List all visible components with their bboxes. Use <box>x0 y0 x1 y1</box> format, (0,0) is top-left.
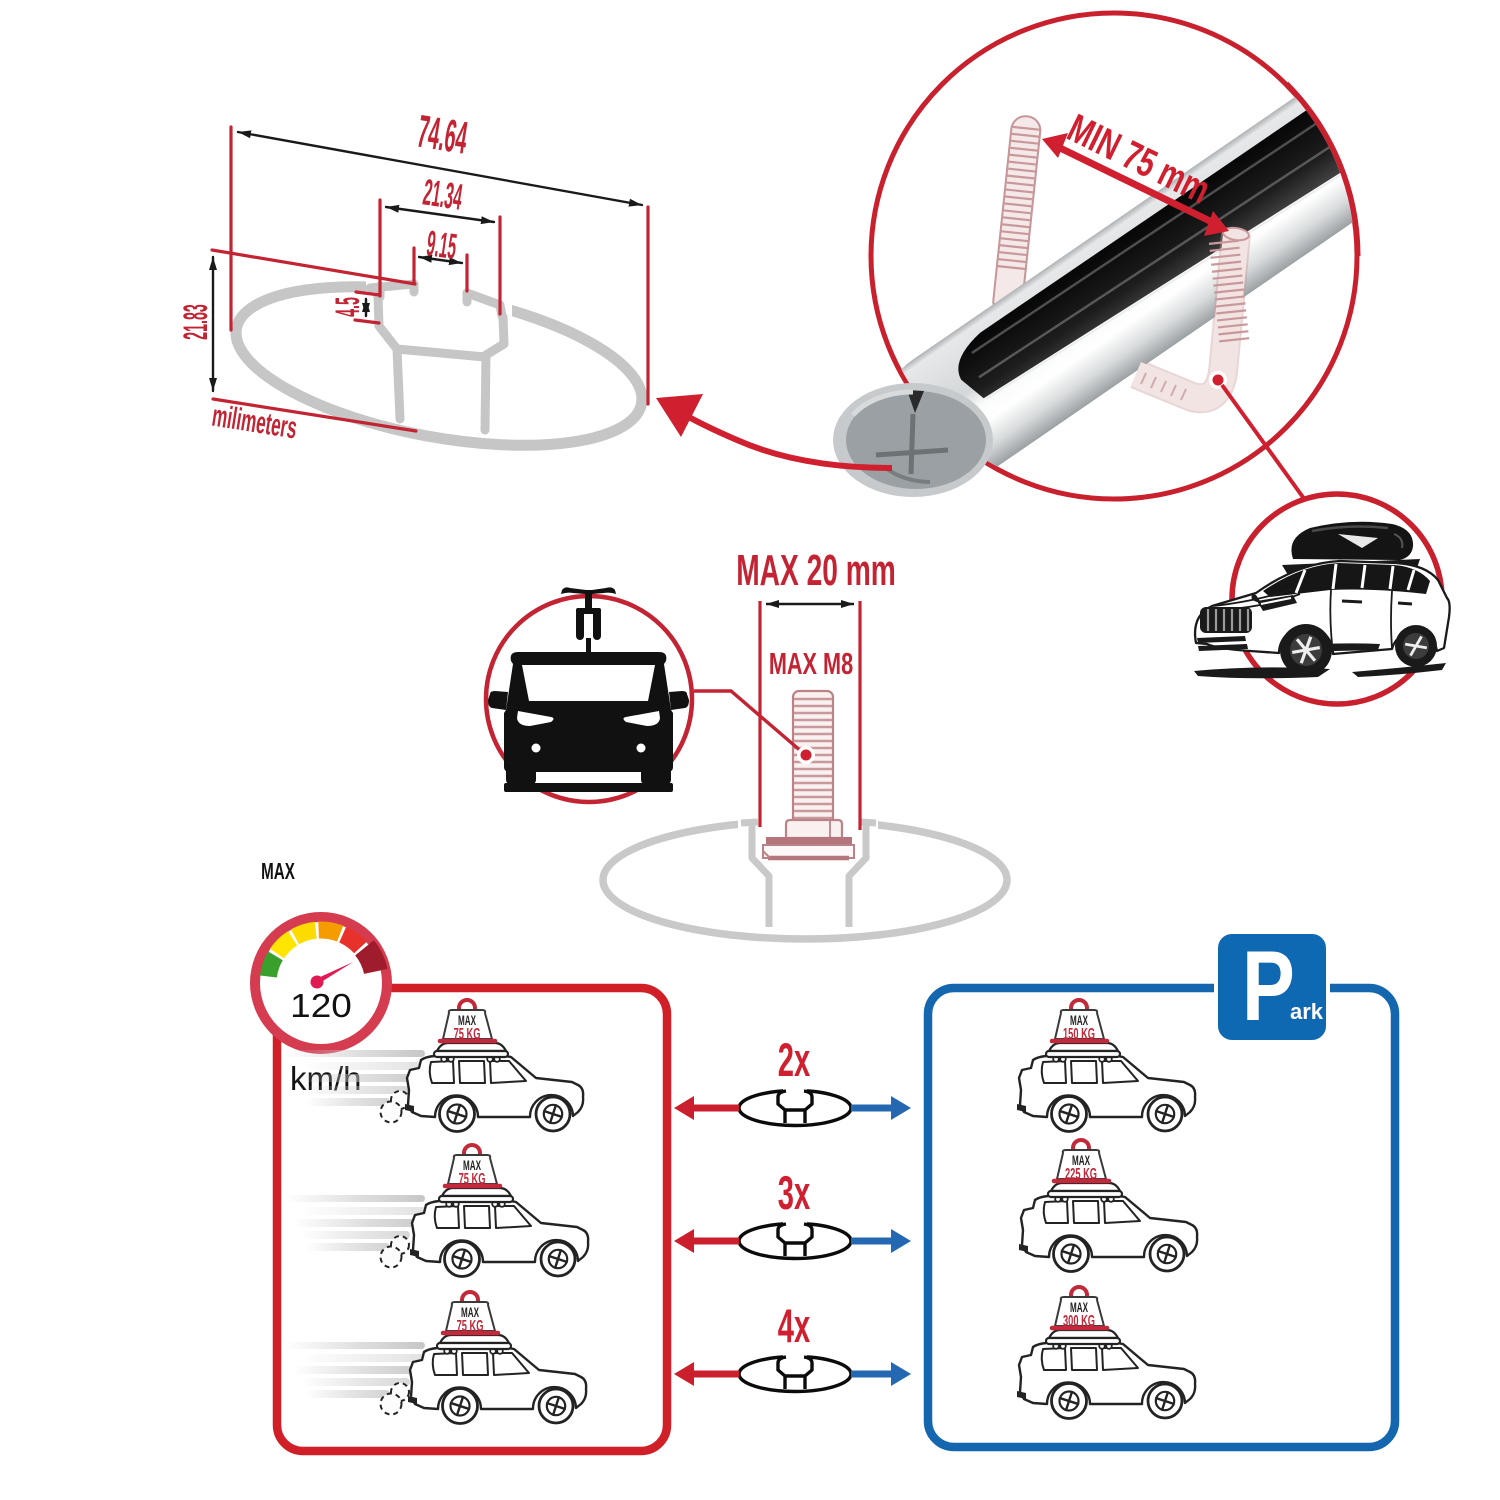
svg-text:4.5: 4.5 <box>328 297 367 317</box>
svg-text:3x: 3x <box>778 1168 811 1220</box>
svg-text:9.15: 9.15 <box>424 223 459 267</box>
svg-text:75 KG: 75 KG <box>454 1024 481 1042</box>
svg-text:MAX: MAX <box>1070 1014 1088 1029</box>
svg-text:MAX 20 mm: MAX 20 mm <box>736 546 896 595</box>
svg-text:120: 120 <box>290 988 352 1025</box>
svg-text:MAX: MAX <box>461 1306 479 1321</box>
svg-text:MAX M8: MAX M8 <box>769 646 853 681</box>
svg-text:75 KG: 75 KG <box>459 1169 486 1187</box>
svg-text:MAX: MAX <box>261 859 295 885</box>
svg-text:225 KG: 225 KG <box>1065 1164 1097 1182</box>
svg-text:150 KG: 150 KG <box>1063 1024 1095 1042</box>
svg-text:P: P <box>1242 931 1295 1041</box>
svg-text:MAX: MAX <box>1070 1301 1088 1316</box>
svg-text:MAX: MAX <box>1072 1154 1090 1169</box>
svg-text:74.64: 74.64 <box>414 105 471 164</box>
svg-text:MAX: MAX <box>463 1159 481 1174</box>
svg-text:2x: 2x <box>778 1035 811 1087</box>
svg-text:75 KG: 75 KG <box>457 1316 484 1334</box>
svg-text:300 KG: 300 KG <box>1063 1311 1095 1329</box>
svg-text:21.83: 21.83 <box>176 304 215 340</box>
svg-text:21.34: 21.34 <box>420 172 465 219</box>
svg-text:ark: ark <box>1290 999 1324 1024</box>
svg-text:4x: 4x <box>778 1301 811 1353</box>
svg-text:MAX: MAX <box>458 1014 476 1029</box>
